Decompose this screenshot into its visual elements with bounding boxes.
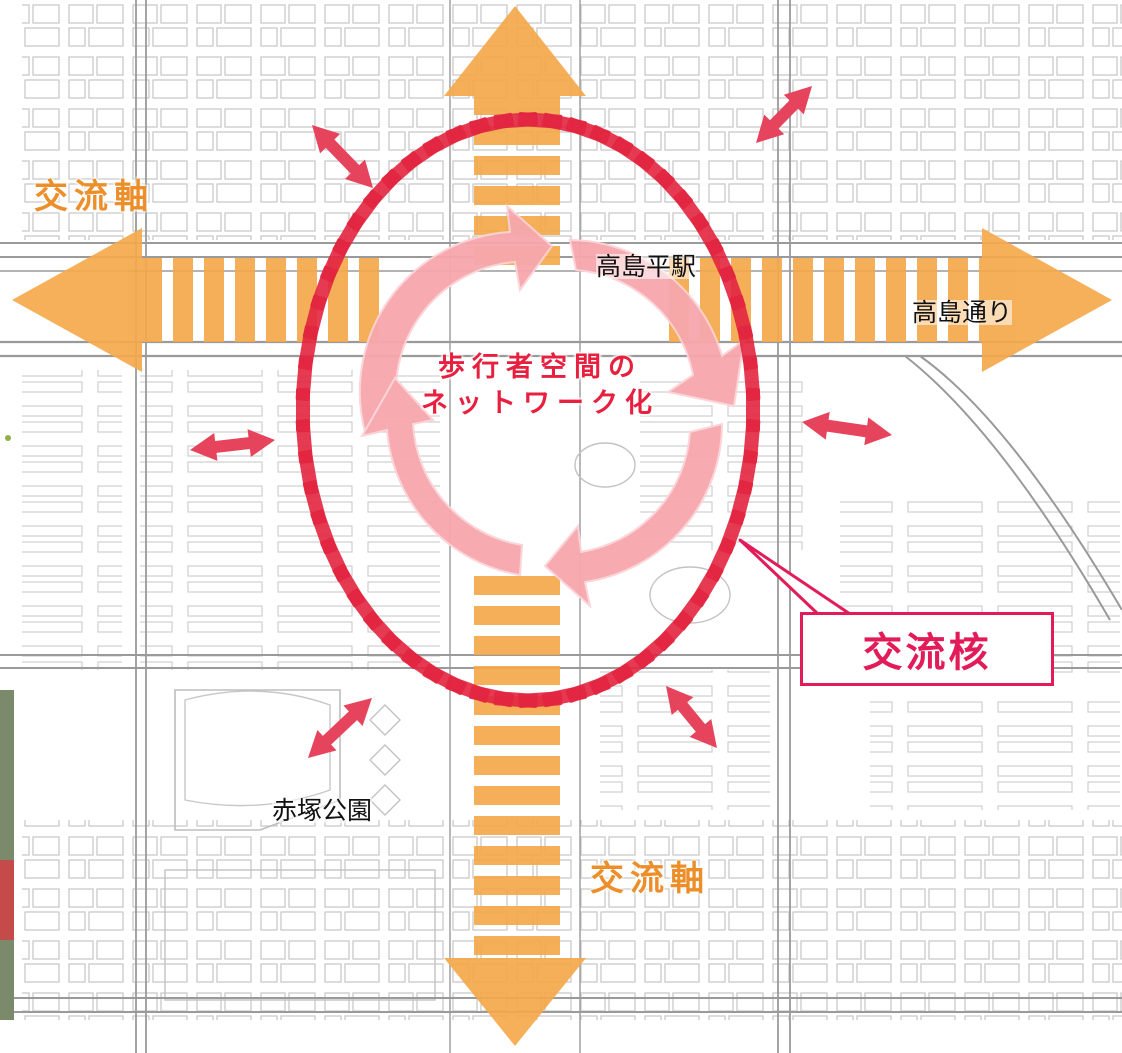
axis-stripe xyxy=(474,606,560,625)
axis-stripe xyxy=(474,96,560,115)
link-arrows xyxy=(190,86,893,758)
axis-label-bottom: 交流軸 xyxy=(590,859,710,899)
axis-stripe xyxy=(474,876,560,895)
axis-stripe xyxy=(474,636,560,655)
link-arrow xyxy=(308,697,372,758)
axis-stripe xyxy=(824,258,844,342)
axis-stripe xyxy=(235,258,255,342)
axis-label-top: 交流軸 xyxy=(34,177,154,217)
axis-stripe xyxy=(474,906,560,925)
park-label: 赤塚公園 xyxy=(272,796,373,825)
link-arrow-shape xyxy=(666,686,717,749)
axis-stripe xyxy=(266,258,286,342)
axis-stripe xyxy=(173,258,193,342)
exchange-core-callout: 交流核 xyxy=(800,612,1054,686)
network-label-line2: ネットワーク化 xyxy=(421,388,659,420)
link-arrow-shape xyxy=(756,86,813,143)
axis-stripe xyxy=(474,816,560,835)
link-arrow-shape xyxy=(312,125,374,188)
axis-stripe xyxy=(474,576,560,595)
axis-stripe xyxy=(474,186,560,205)
axis-stripe xyxy=(474,666,560,685)
link-arrow xyxy=(666,686,717,749)
axis-stripe xyxy=(474,726,560,745)
link-arrow-shape xyxy=(802,411,893,446)
axis-stripe xyxy=(474,786,560,805)
link-arrow xyxy=(802,411,893,446)
link-arrow-shape xyxy=(190,429,276,461)
exchange-axis-vertical xyxy=(444,6,586,1046)
axis-stripe xyxy=(886,258,906,342)
axis-stripe xyxy=(793,258,813,342)
link-arrow xyxy=(312,125,374,188)
network-label-line1: 歩行者空間の xyxy=(438,352,642,383)
axis-stripe xyxy=(474,156,560,175)
axis-stripe xyxy=(204,258,224,342)
exchange-core-ring xyxy=(295,112,761,708)
axis-stripe xyxy=(855,258,875,342)
axis-stripe xyxy=(474,936,560,955)
ring-dash xyxy=(743,356,761,401)
network-label: 歩行者空間の ネットワーク化 xyxy=(375,350,705,423)
axis-stripe xyxy=(142,258,162,342)
axis-stripe xyxy=(359,258,379,342)
street-label: 高島通り xyxy=(912,298,1013,327)
link-arrow xyxy=(190,429,276,461)
link-arrow-shape xyxy=(308,697,372,758)
axis-stripe xyxy=(762,258,782,342)
axis-stripe xyxy=(474,756,560,775)
axis-stripe xyxy=(474,846,560,865)
link-arrow xyxy=(756,86,813,143)
axis-stripe xyxy=(474,126,560,145)
station-label: 高島平駅 xyxy=(596,252,697,281)
